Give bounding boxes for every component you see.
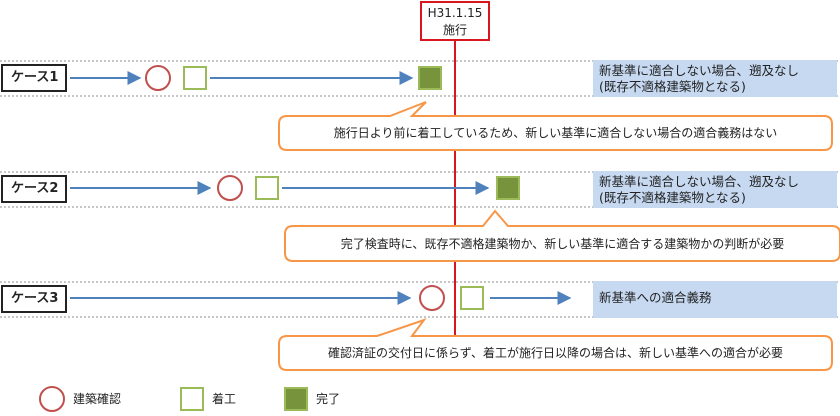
legend-complete-label: 完了 [316,392,341,406]
case-1-result: 新基準に適合しない場合、遡及なし (既存不適格建築物となる) [593,60,837,97]
confirmation-marker [145,65,171,91]
case-1-label: ケース1 [1,64,67,92]
legend-confirmation-icon [39,386,65,412]
confirmation-marker [217,175,243,201]
callout-1-bubble [278,101,833,151]
case-1-result-line-2: (既存不適格建築物となる) [599,79,746,94]
legend-complete-icon [284,387,308,411]
callout-2-text: 完了検査時に、既存不適格建築物か、新しい基準に適合する建築物かの判断が必要 [340,237,785,251]
case-3-timeline [70,285,572,311]
complete-marker [418,66,442,90]
callout-1-text: 施行日より前に着工しているため、新しい基準に適合しない場合の適合義務はない [333,126,778,140]
case-2-result: 新基準に適合しない場合、遡及なし (既存不適格建築物となる) [593,171,837,208]
case-1-result-line-1: 新基準に適合しない場合、遡及なし [599,63,800,78]
case-2-result-line-1: 新基準に適合しない場合、遡及なし [599,174,800,189]
confirmation-marker [419,285,445,311]
legend-start-icon [180,387,204,411]
case-3-result: 新基準への適合義務 [593,281,837,318]
complete-marker [496,176,520,200]
start-marker [183,66,207,90]
start-marker [255,176,279,200]
case-2-result-line-2: (既存不適格建築物となる) [599,190,746,205]
effective-date: H31.1.15 [427,6,483,20]
callout-2-bubble [284,209,840,262]
case-2-timeline [70,175,520,201]
effective-date-label: 施行 [442,23,467,37]
start-marker [460,286,484,310]
case-3-label: ケース3 [1,285,67,313]
legend-confirmation-label: 建築確認 [73,392,122,406]
case-2-label: ケース2 [1,175,67,203]
effective-date-box: H31.1.15 施行 [420,1,490,41]
callout-3-text: 確認済証の交付日に係らず、着工が施行日以降の場合は、新しい基準への適合が必要 [328,346,783,360]
callout-3-bubble [278,318,833,371]
legend-start-label: 着工 [212,392,237,406]
case-3-result-line-1: 新基準への適合義務 [599,290,712,305]
case-1-timeline [70,65,442,91]
